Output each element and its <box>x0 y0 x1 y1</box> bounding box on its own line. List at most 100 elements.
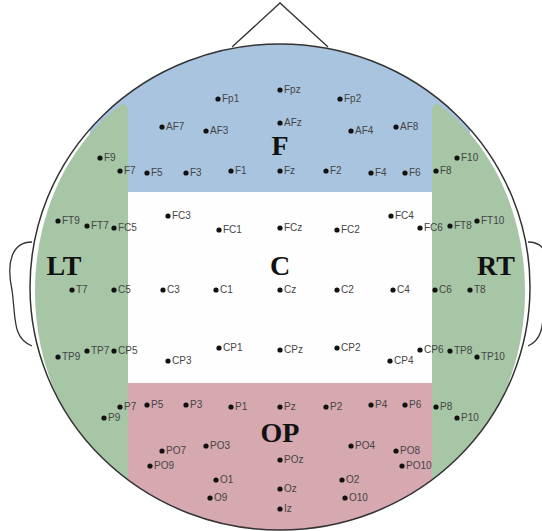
electrode-label: F9 <box>104 152 116 164</box>
electrode-label: FC2 <box>341 224 360 236</box>
electrode-dot <box>277 404 282 409</box>
region-label: RT <box>477 252 515 280</box>
electrode-label: FC6 <box>424 222 443 234</box>
electrode-dot <box>111 287 116 292</box>
electrode-dot <box>228 168 233 173</box>
electrode-label: C4 <box>397 284 410 296</box>
electrode-dot <box>213 477 218 482</box>
electrode-dot <box>69 287 74 292</box>
electrode-label: F7 <box>124 165 136 177</box>
region-fill <box>432 104 525 480</box>
region-label: F <box>271 132 288 160</box>
electrode-dot <box>55 354 60 359</box>
electrode-dot <box>277 225 282 230</box>
electrode-dot <box>111 348 116 353</box>
electrode-dot <box>368 402 373 407</box>
electrode-dot <box>277 347 282 352</box>
electrode-dot <box>447 223 452 228</box>
electrode-dot <box>342 495 347 500</box>
electrode-dot <box>433 404 438 409</box>
electrode-label: P8 <box>440 401 452 413</box>
electrode-label: F10 <box>461 152 478 164</box>
electrode-label: AF4 <box>355 125 373 137</box>
electrode-label: P7 <box>124 401 136 413</box>
electrode-dot <box>277 120 282 125</box>
electrode-dot <box>147 463 152 468</box>
electrode-label: Iz <box>284 503 292 515</box>
electrode-label: P9 <box>108 412 120 424</box>
electrode-label: AF7 <box>166 121 184 133</box>
electrode-label: P6 <box>409 399 421 411</box>
electrode-label: Pz <box>284 401 296 413</box>
electrode-dot <box>117 168 122 173</box>
electrode-label: AF8 <box>400 121 418 133</box>
electrode-dot <box>474 218 479 223</box>
electrode-label: AF3 <box>210 125 228 137</box>
electrode-label: Oz <box>284 483 297 495</box>
electrode-dot <box>277 287 282 292</box>
electrode-dot <box>387 358 392 363</box>
electrode-dot <box>160 287 165 292</box>
region-fill <box>35 104 128 480</box>
electrode-label: FT10 <box>481 215 504 227</box>
electrode-dot <box>433 168 438 173</box>
electrode-label: P2 <box>330 401 342 413</box>
electrode-dot <box>203 443 208 448</box>
region-fill <box>128 383 432 531</box>
electrode-dot <box>277 457 282 462</box>
electrode-dot <box>348 128 353 133</box>
electrode-label: PO9 <box>154 460 174 472</box>
electrode-label: Fpz <box>284 84 301 96</box>
electrode-label: F1 <box>235 165 247 177</box>
electrode-label: TP9 <box>62 351 80 363</box>
electrode-dot <box>84 223 89 228</box>
region-label: C <box>270 252 290 280</box>
electrode-label: C2 <box>341 284 354 296</box>
electrode-dot <box>393 124 398 129</box>
electrode-label: P3 <box>190 399 202 411</box>
electrode-label: F4 <box>375 167 387 179</box>
electrode-label: F8 <box>440 165 452 177</box>
electrode-label: FC3 <box>172 210 191 222</box>
electrode-label: Fp1 <box>222 93 239 105</box>
electrode-label: F5 <box>151 167 163 179</box>
left-ear <box>10 242 32 346</box>
electrode-label: FT9 <box>62 215 80 227</box>
electrode-dot <box>334 345 339 350</box>
electrode-dot <box>277 486 282 491</box>
electrode-label: FT7 <box>91 220 109 232</box>
electrode-dot <box>348 443 353 448</box>
electrode-dot <box>144 402 149 407</box>
electrode-dot <box>323 168 328 173</box>
electrode-label: C1 <box>220 284 233 296</box>
electrode-dot <box>454 415 459 420</box>
electrode-dot <box>432 287 437 292</box>
electrode-dot <box>159 124 164 129</box>
electrode-dot <box>393 448 398 453</box>
region-fill <box>90 40 470 192</box>
electrode-label: C5 <box>118 284 131 296</box>
electrode-label: CP4 <box>394 355 413 367</box>
electrode-label: CP3 <box>172 355 191 367</box>
electrode-label: POz <box>284 454 303 466</box>
electrode-label: TP7 <box>91 345 109 357</box>
electrode-label: CP6 <box>424 344 443 356</box>
electrode-dot <box>207 495 212 500</box>
electrode-dot <box>165 358 170 363</box>
nose <box>232 3 328 47</box>
electrode-dot <box>101 415 106 420</box>
electrode-label: PO3 <box>210 440 230 452</box>
electrode-label: Fz <box>284 165 295 177</box>
electrode-label: CP1 <box>223 342 242 354</box>
electrode-dot <box>277 87 282 92</box>
electrode-label: P4 <box>375 399 387 411</box>
region-label: LT <box>47 252 82 280</box>
electrode-label: FT8 <box>454 220 472 232</box>
electrode-label: TP10 <box>481 351 505 363</box>
electrode-label: O9 <box>214 492 227 504</box>
electrode-label: CPz <box>284 344 303 356</box>
electrode-label: CP5 <box>118 345 137 357</box>
electrode-label: Fp2 <box>344 93 361 105</box>
electrode-dot <box>228 404 233 409</box>
